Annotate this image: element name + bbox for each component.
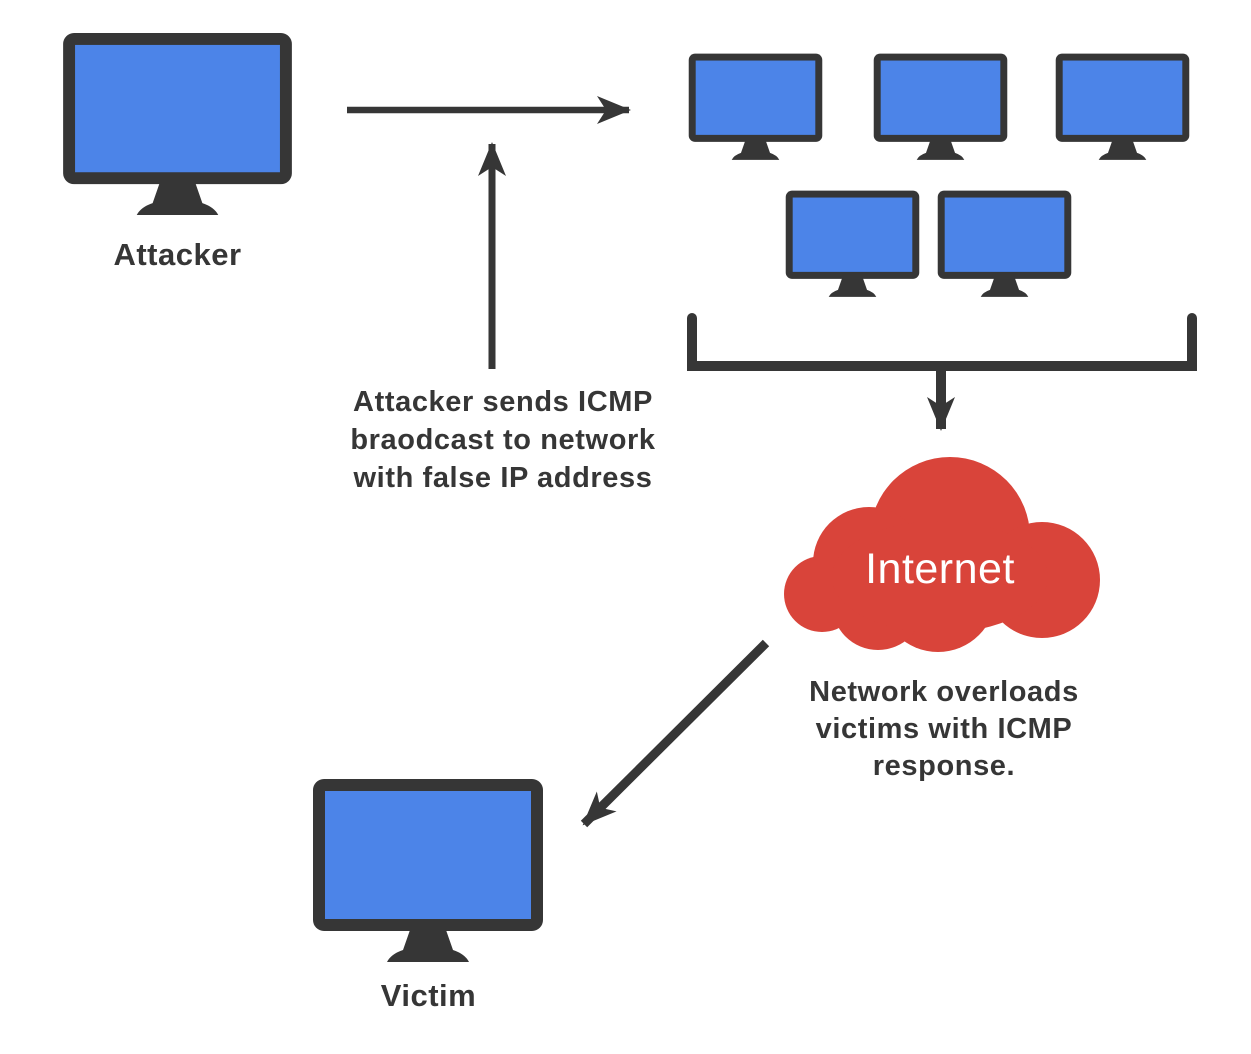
- victim-label: Victim: [380, 978, 477, 1013]
- network-group-bracket: [687, 313, 1197, 371]
- network-monitor-icon: [937, 190, 1072, 297]
- internet-label: Internet: [865, 545, 1015, 593]
- attacker-monitor-icon: [63, 32, 292, 216]
- victim-monitor-icon: [313, 779, 543, 962]
- response-note: Network overloads victims with ICMP resp…: [809, 676, 1079, 782]
- attacker-label: Attacker: [113, 237, 242, 272]
- internet-cloud-icon: [784, 457, 1100, 652]
- arrow-internet-to-victim: [580, 639, 770, 828]
- network-monitor-icon: [785, 190, 920, 297]
- network-monitor-icon: [1055, 53, 1190, 160]
- network-monitor-icon: [688, 53, 823, 160]
- broadcast-note: Attacker sends ICMP braodcast to network…: [350, 386, 656, 494]
- network-monitor-icon: [873, 53, 1008, 160]
